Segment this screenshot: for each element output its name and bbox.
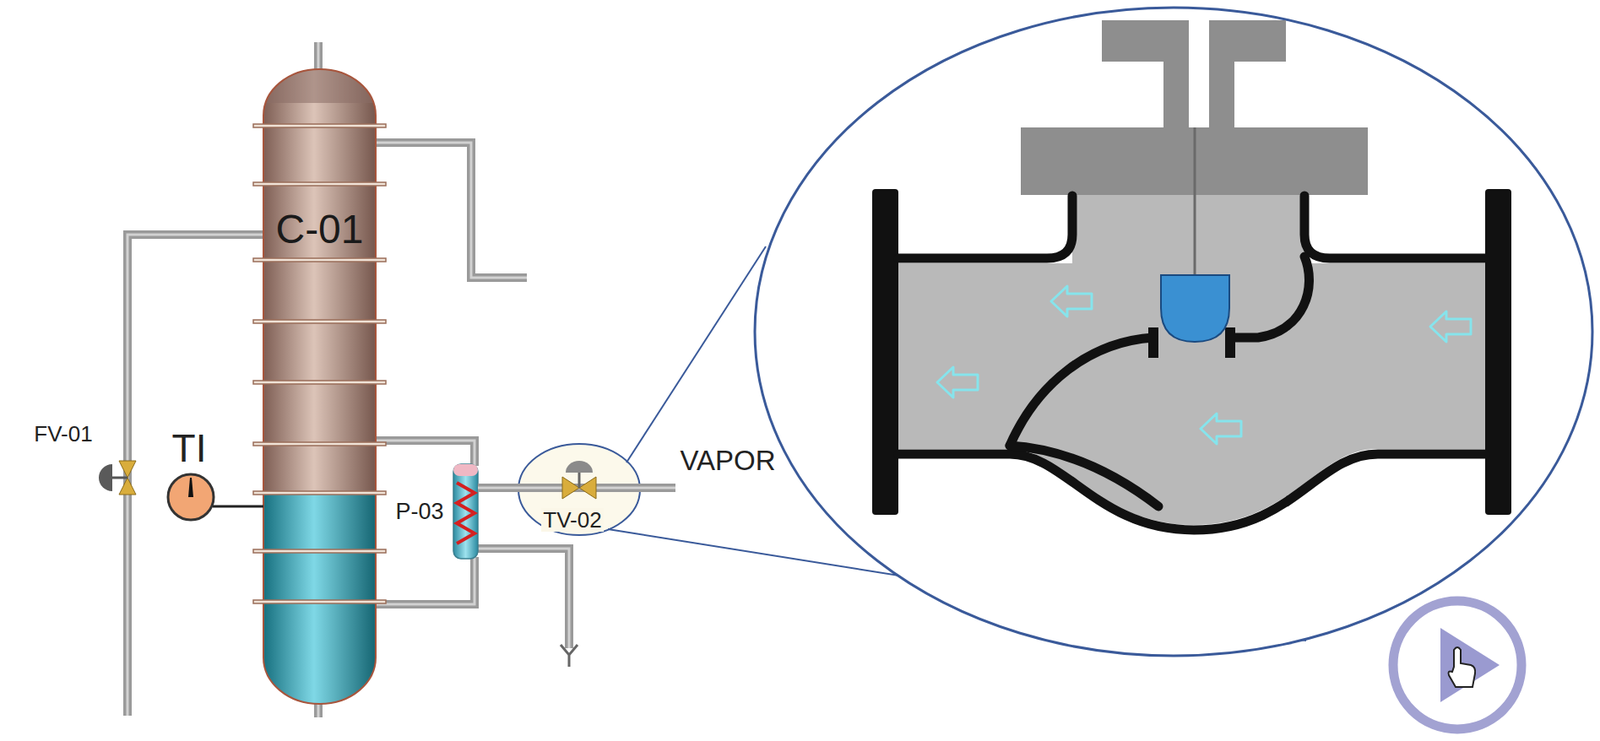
control-valve [562, 461, 597, 499]
valve-tag: FV-01 [33, 422, 93, 447]
distillation-column [253, 69, 386, 706]
play-button [1393, 601, 1522, 730]
instrument-tag: TI [172, 427, 207, 471]
equipment-tag: P-03 [395, 499, 444, 526]
stream-label: VAPOR [679, 445, 776, 477]
reboiler [453, 464, 478, 559]
vessel-tag: C-01 [275, 207, 364, 253]
valve-cross-section [872, 20, 1512, 531]
column-vessel: C-01 [263, 69, 376, 705]
zoom-ellipse [754, 7, 1593, 657]
flow-valve [98, 461, 136, 495]
temperature-gauge [168, 474, 264, 521]
valve-tag: TV-02 [541, 508, 603, 533]
pipes [127, 42, 676, 718]
